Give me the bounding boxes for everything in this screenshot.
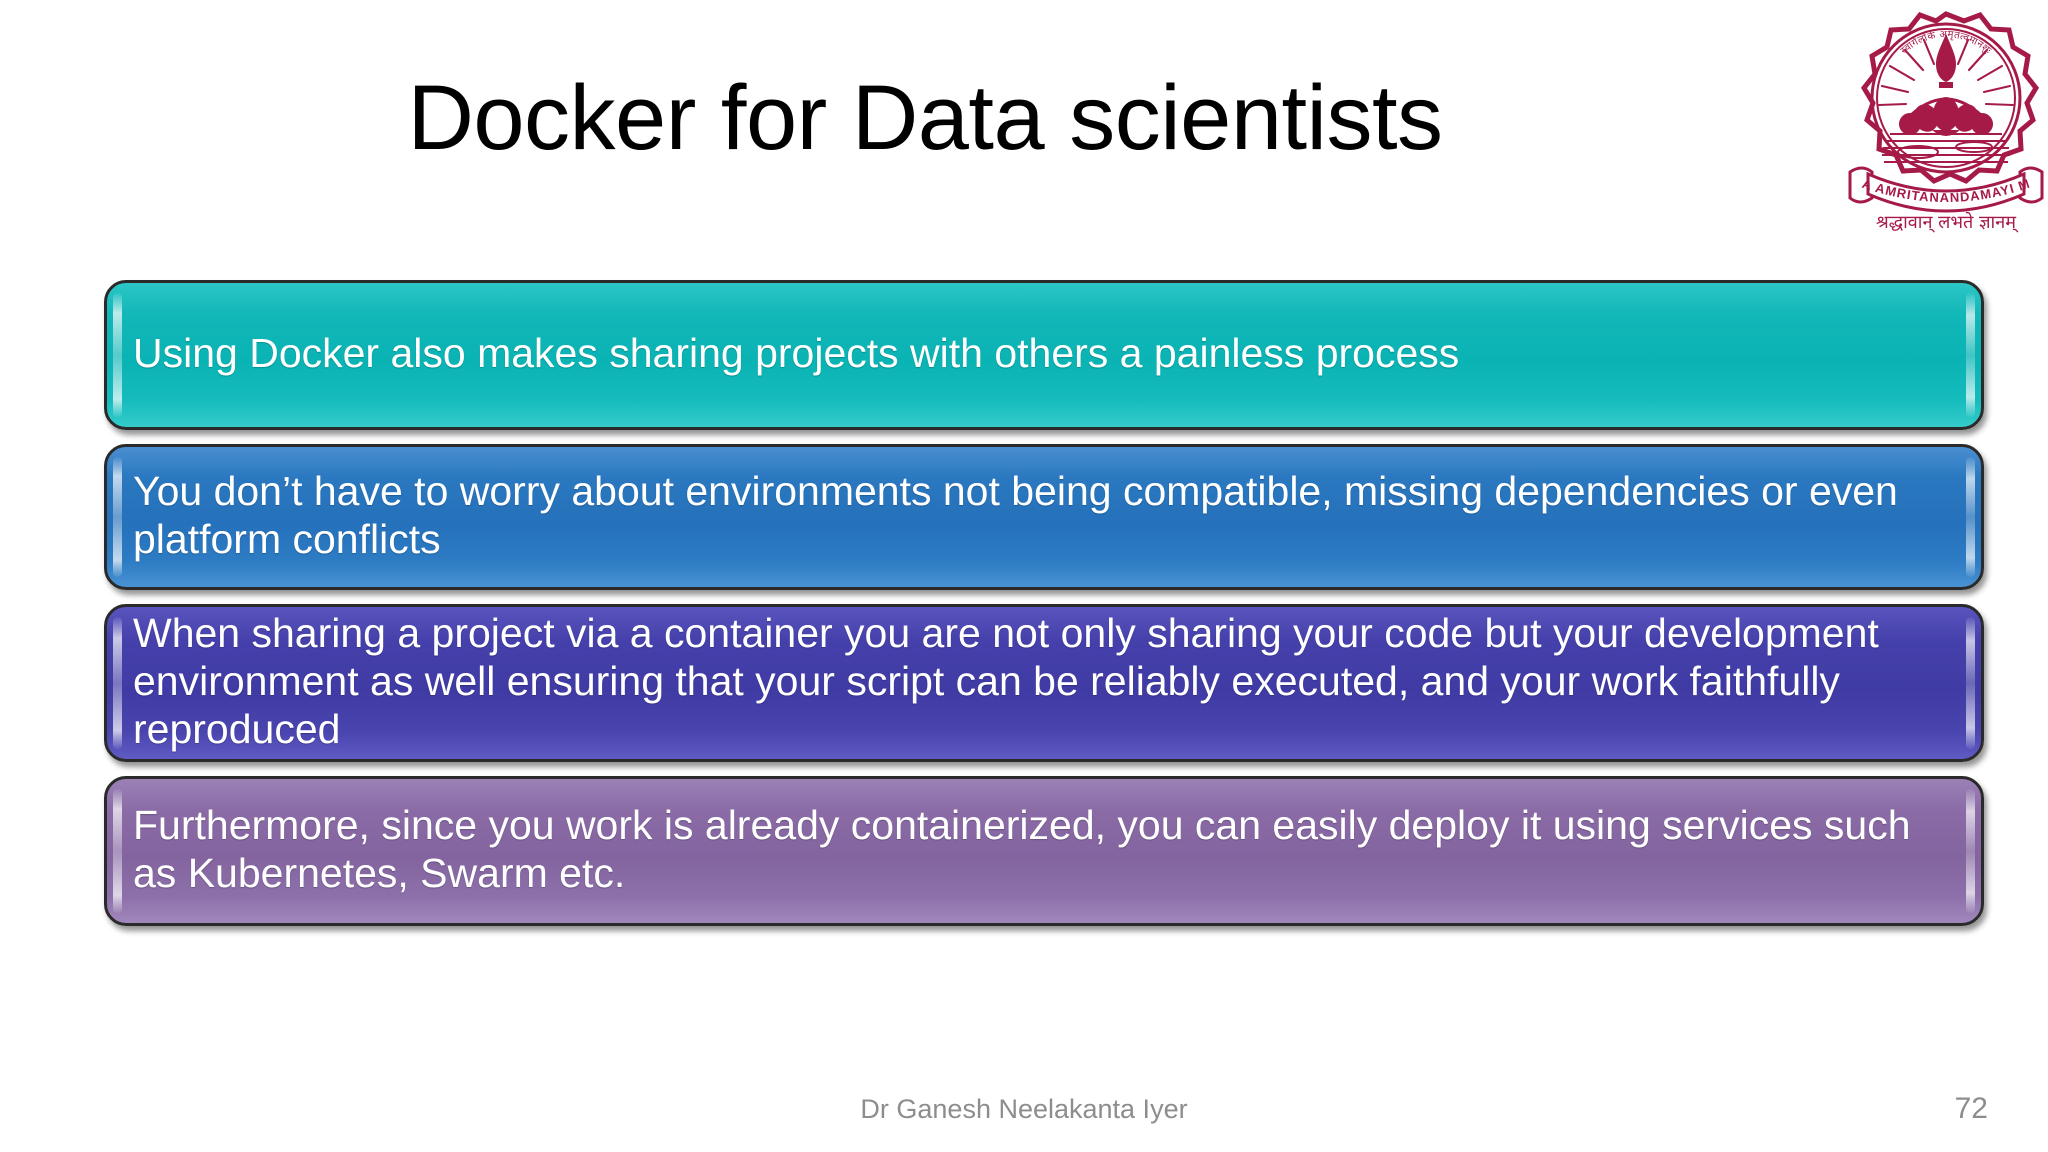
content-bar-text: Using Docker also makes sharing projects… bbox=[133, 330, 1460, 377]
content-bar-environments[interactable]: You don’t have to worry about environmen… bbox=[104, 444, 1984, 590]
page-title: Docker for Data scientists bbox=[407, 67, 1443, 169]
content-bar-sharing[interactable]: Using Docker also makes sharing projects… bbox=[104, 280, 1984, 430]
content-bar-deploy[interactable]: Furthermore, since you work is already c… bbox=[104, 776, 1984, 926]
institution-logo: स्वार्गलोके अमृतत्वमानशुः MATA AMRITANAN… bbox=[1846, 4, 2046, 236]
footer-author: Dr Ganesh Neelakanta Iyer bbox=[860, 1094, 1188, 1124]
content-bar-reproducible[interactable]: When sharing a project via a container y… bbox=[104, 604, 1984, 762]
logo-motto-text: श्रद्धावान् लभते ज्ञानम् bbox=[1876, 211, 2019, 233]
content-bar-list: Using Docker also makes sharing projects… bbox=[104, 280, 1984, 940]
content-bar-text: When sharing a project via a container y… bbox=[133, 610, 1879, 752]
content-bar-text: Furthermore, since you work is already c… bbox=[133, 802, 1911, 896]
page-number: 72 bbox=[1954, 1092, 1988, 1125]
content-bar-text: You don’t have to worry about environmen… bbox=[133, 468, 1898, 562]
